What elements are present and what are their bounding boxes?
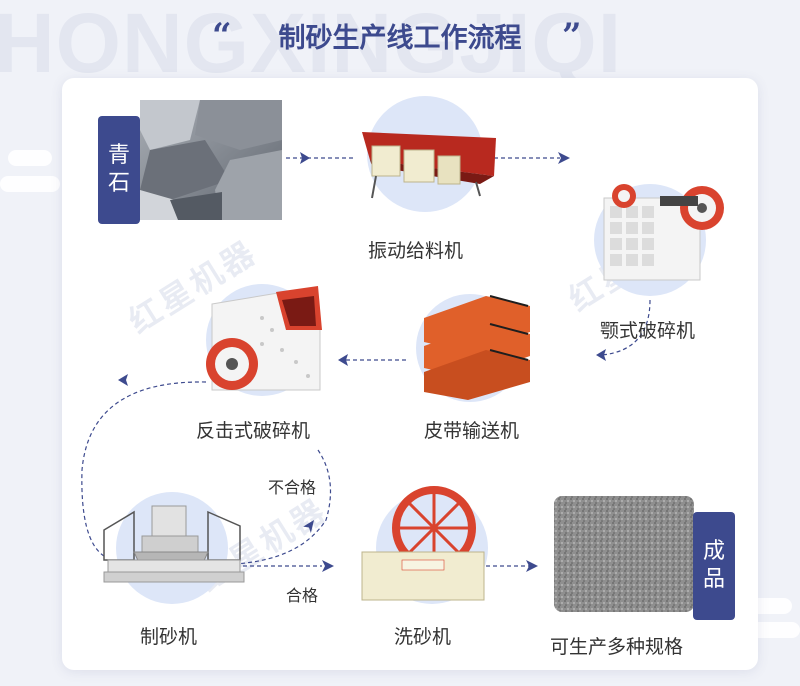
branch-label-pass: 合格 — [286, 586, 319, 605]
close-quote-mark: ” — [562, 16, 582, 56]
step-label-final-product: 可生产多种规格 — [550, 636, 684, 658]
arrow-fail-loop — [233, 449, 332, 565]
arrowhead — [118, 374, 128, 386]
step-label-sand-maker: 制砂机 — [140, 626, 198, 648]
input-tag-char: 青 — [107, 143, 130, 168]
output-tag-char: 成 — [702, 539, 725, 564]
input-tag-char: 石 — [107, 171, 130, 196]
sand-making-machine-image — [103, 505, 245, 583]
impact-crusher-image — [206, 286, 322, 391]
sand-washer-image — [361, 486, 485, 601]
raw-stone-image — [140, 100, 282, 220]
step-label-feeder: 振动给料机 — [368, 240, 464, 262]
output-product-tag: 成 品 — [693, 512, 735, 620]
decor-bar — [0, 176, 60, 192]
arrowhead — [596, 349, 606, 361]
arrowhead — [322, 560, 334, 572]
background-brand-text: HONGXINGJIQI — [0, 0, 623, 90]
arrow-jaw-to-conveyor — [601, 299, 651, 356]
vibrating-feeder-image — [362, 132, 496, 199]
arrowhead — [338, 354, 348, 366]
arrowhead — [526, 560, 538, 572]
branch-label-fail: 不合格 — [268, 478, 317, 497]
finished-sand-image — [554, 496, 694, 612]
output-tag-char: 品 — [702, 567, 725, 592]
belt-conveyor-image — [424, 295, 530, 400]
step-label-conveyor: 皮带输送机 — [424, 420, 520, 442]
input-material-tag: 青 石 — [98, 116, 140, 224]
arrowhead — [300, 152, 310, 164]
arrowhead — [303, 520, 314, 534]
flow-lines — [81, 157, 651, 567]
step-label-impact-crusher: 反击式破碎机 — [196, 420, 311, 442]
open-quote-mark: “ — [212, 16, 232, 56]
arrow-impact-to-sandmaker — [81, 381, 207, 557]
page-title: 制砂生产线工作流程 — [278, 23, 522, 54]
arrowhead — [558, 152, 570, 164]
decor-bar — [8, 150, 52, 166]
arrowheads — [118, 152, 606, 572]
step-label-sand-washer: 洗砂机 — [394, 626, 452, 648]
jaw-crusher-image — [603, 184, 724, 281]
step-label-jaw-crusher: 颚式破碎机 — [600, 320, 696, 342]
